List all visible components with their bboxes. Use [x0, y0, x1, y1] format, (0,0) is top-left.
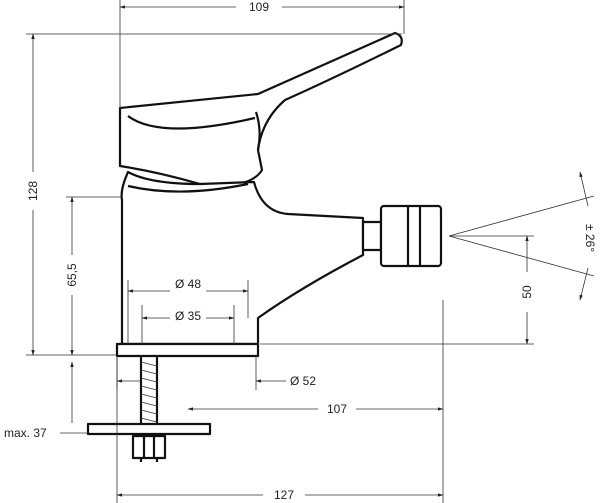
lever-handle — [118, 31, 403, 188]
label-diameter-35: Ø 35 — [175, 309, 201, 323]
dimension-lines — [26, 0, 595, 503]
base-plate — [115, 342, 260, 358]
label-diameter-52: Ø 52 — [290, 374, 316, 388]
label-reach: 107 — [327, 402, 347, 416]
mounting-washer — [86, 422, 212, 436]
sprayer-connector — [361, 220, 383, 252]
label-spray-angle: ± 26° — [583, 224, 597, 252]
label-bottom-width: 127 — [274, 488, 294, 502]
faucet-outline — [86, 31, 443, 462]
faucet-body — [120, 170, 365, 346]
label-total-height: 128 — [26, 181, 40, 201]
label-top-width: 109 — [249, 0, 269, 14]
label-body-height: 65,5 — [65, 263, 79, 287]
label-diameter-48: Ø 48 — [175, 277, 201, 291]
mounting-nut — [131, 434, 167, 460]
sprayer-head — [379, 204, 443, 268]
label-spout-height: 50 — [520, 285, 534, 299]
label-max-counter: max. 37 — [4, 426, 47, 440]
dimension-labels: 109 128 65,5 Ø 48 Ø 35 50 ± 26° Ø 52 107… — [4, 0, 597, 502]
